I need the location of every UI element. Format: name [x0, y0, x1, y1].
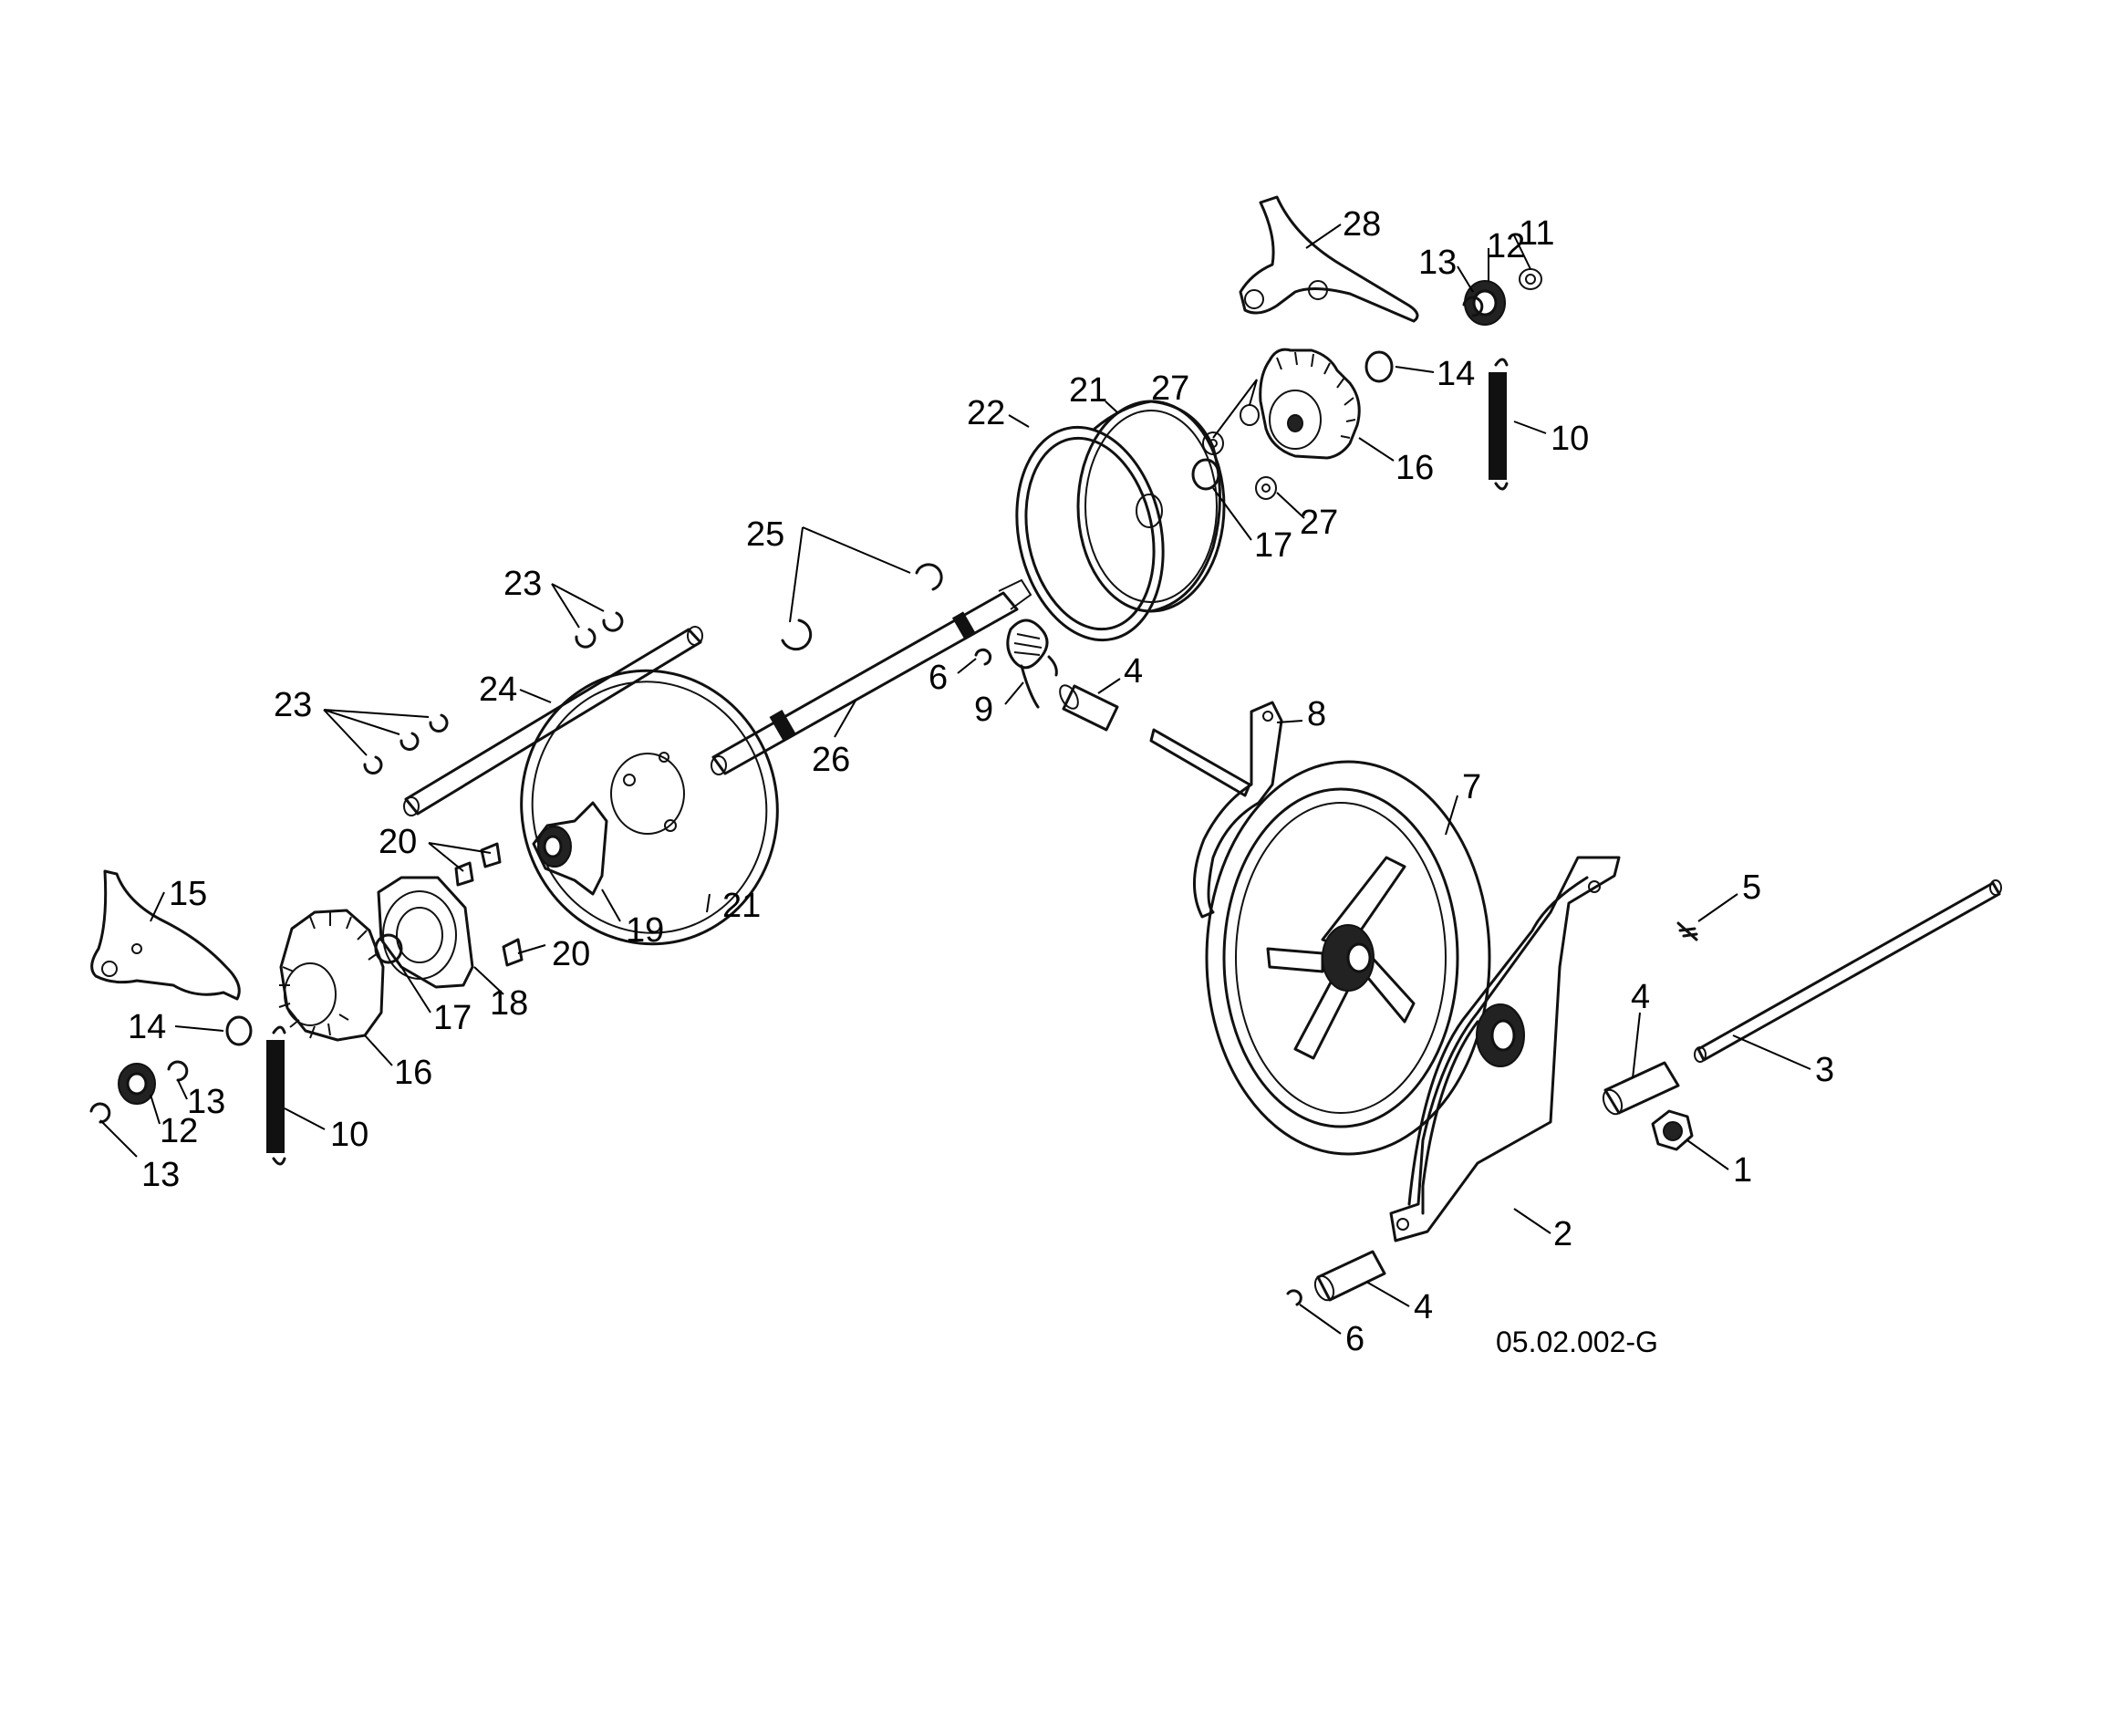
- part-25-clip-b: [781, 619, 813, 651]
- part-22-ring: [1015, 425, 1165, 642]
- part-16-gear-left: [278, 909, 385, 1042]
- part-12-bearing-top: [1464, 280, 1506, 326]
- callout-19: 19: [626, 911, 664, 950]
- callout-16-top: 16: [1396, 449, 1434, 487]
- callout-1: 1: [1733, 1151, 1752, 1190]
- callout-2: 2: [1553, 1215, 1572, 1253]
- callout-22: 22: [967, 394, 1005, 432]
- part-4-bushing-right: [1602, 1061, 1680, 1116]
- callout-4-bottom: 4: [1414, 1288, 1433, 1326]
- part-24-rod: [403, 626, 703, 816]
- part-23-clip-a: [575, 628, 597, 649]
- callout-25: 25: [746, 515, 784, 554]
- part-15-lever: [90, 869, 241, 1001]
- part-19-hub: [532, 801, 608, 896]
- leader-lines: [99, 223, 1811, 1335]
- part-14-washer-left: [225, 1015, 253, 1046]
- callout-27-top: 27: [1151, 369, 1189, 408]
- callout-3: 3: [1815, 1051, 1834, 1089]
- part-26-shaft: [711, 578, 1032, 775]
- callout-14-top: 14: [1437, 355, 1475, 393]
- callout-10-top: 10: [1551, 420, 1589, 458]
- part-13-clip-top: [1462, 296, 1484, 317]
- part-18-housing: [377, 876, 474, 989]
- callout-7: 7: [1462, 768, 1481, 806]
- callout-12-left: 12: [160, 1112, 198, 1150]
- part-1-nut: [1651, 1109, 1694, 1151]
- part-28-lever: [1239, 195, 1419, 323]
- callout-21-left: 21: [722, 887, 761, 925]
- callout-labels: 1 2 3 4 4 4 5 6 6 7 8 9 10 10 11 12 12 1…: [128, 205, 1834, 1358]
- part-23-clip-e: [429, 713, 449, 733]
- part-11-nut: [1519, 268, 1542, 290]
- callout-17-top: 17: [1254, 526, 1292, 565]
- part-20-rivets: [454, 842, 524, 967]
- callout-10-left: 10: [330, 1116, 368, 1154]
- callout-11: 11: [1519, 214, 1554, 253]
- callout-16-left: 16: [394, 1054, 432, 1092]
- part-14-washer-top: [1364, 350, 1394, 383]
- callout-4-top: 4: [1124, 652, 1143, 691]
- callout-17-left: 17: [433, 999, 472, 1037]
- part-6-clip-top: [974, 648, 992, 666]
- callout-9: 9: [974, 691, 993, 729]
- part-23-clip-c: [363, 755, 383, 774]
- part-10-spring-top: [1489, 358, 1509, 491]
- part-10-spring-left: [266, 1025, 286, 1166]
- part-2-plate: [1389, 856, 1621, 1242]
- part-4-bushing-bottom: [1313, 1250, 1386, 1302]
- part-7-wheel: [1205, 760, 1491, 1156]
- callout-13-top: 13: [1418, 244, 1457, 282]
- callout-21-top: 21: [1069, 371, 1107, 410]
- callout-14-left: 14: [128, 1008, 166, 1046]
- part-23-clip-d: [399, 732, 420, 751]
- callout-5: 5: [1742, 868, 1761, 907]
- callout-26: 26: [812, 741, 850, 779]
- part-9-spring: [1006, 619, 1058, 709]
- callout-6-bottom: 6: [1345, 1320, 1364, 1358]
- callout-20-top: 20: [379, 823, 417, 861]
- callout-24: 24: [479, 670, 517, 709]
- callout-8: 8: [1307, 695, 1326, 733]
- callout-6-top: 6: [929, 659, 948, 697]
- callout-20-right: 20: [552, 935, 590, 973]
- callout-15: 15: [169, 875, 207, 913]
- part-21-pulley-left: [520, 669, 779, 946]
- callout-18: 18: [490, 984, 528, 1023]
- part-25-clip-a: [915, 563, 943, 591]
- part-4-bushing-top: [1059, 684, 1119, 732]
- callout-13-left-a: 13: [187, 1083, 225, 1121]
- part-12-bearing-left: [118, 1063, 156, 1105]
- part-6-clip-bottom: [1286, 1289, 1302, 1306]
- part-8-bracket: [1149, 701, 1283, 919]
- callout-27-right: 27: [1300, 504, 1338, 542]
- part-3-rod: [1694, 879, 2002, 1063]
- part-13-clip-left-b: [89, 1102, 111, 1124]
- callout-23-top: 23: [503, 565, 542, 603]
- part-13-clip-left-a: [167, 1060, 189, 1082]
- callout-23-left: 23: [274, 686, 312, 724]
- drawing-id: 05.02.002-G: [1496, 1325, 1658, 1358]
- part-23-clip-b: [602, 611, 624, 632]
- part-5-pin: [1676, 921, 1698, 941]
- callout-4-right: 4: [1631, 978, 1650, 1016]
- callout-12-top: 12: [1487, 227, 1525, 265]
- callout-28: 28: [1343, 205, 1381, 244]
- part-21-drum-top: [1076, 400, 1226, 613]
- part-16-gear-top: [1259, 348, 1361, 460]
- callout-13-left-b: 13: [141, 1156, 180, 1194]
